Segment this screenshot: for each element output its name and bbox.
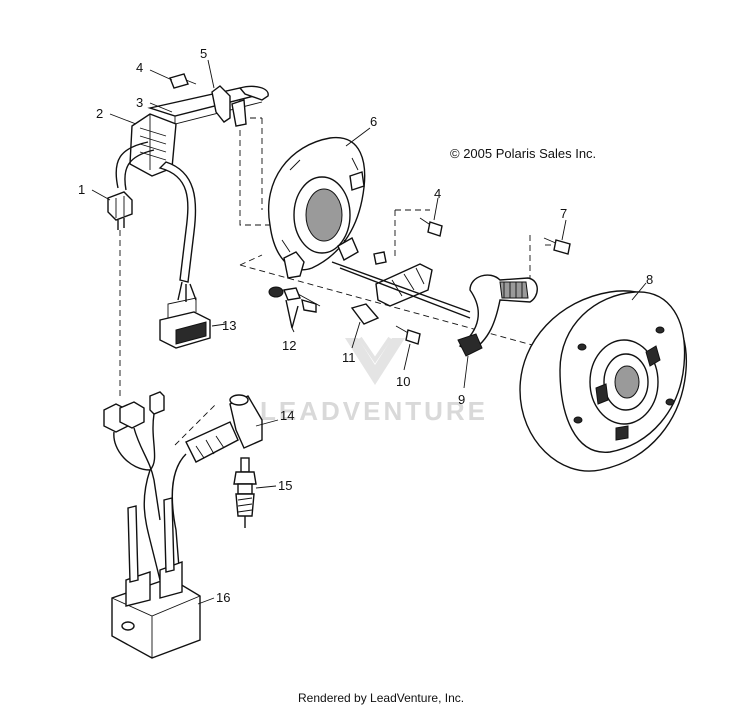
watermark-text: LEADVENTURE [260,396,488,426]
part-1-connector [107,191,133,230]
watermark: LEADVENTURE [260,336,488,426]
callout-8: 8 [646,272,653,287]
callout-4a: 4 [136,60,143,75]
part-10-screw [395,325,421,345]
part-15-spark-plug [233,457,257,528]
wire-harness [115,141,197,302]
part-8-flywheel [519,290,688,472]
part-4-screw-top [169,73,197,89]
callout-14: 14 [280,408,294,423]
callout-2: 2 [96,106,103,121]
callout-7: 7 [560,206,567,221]
part-4-screw-right [419,217,443,237]
callout-4b: 4 [434,186,441,201]
part-14-spark-plug-boot [171,394,263,581]
callout-1: 1 [78,182,85,197]
copyright-text: © 2005 Polaris Sales Inc. [450,146,596,161]
part-13-connector-block [159,297,211,349]
callout-12: 12 [282,338,296,353]
callout-16: 16 [216,590,230,605]
callout-15: 15 [278,478,292,493]
part-16-ignition-coil [111,497,201,659]
callout-13: 13 [222,318,236,333]
callouts: 4 5 3 2 1 6 4 7 8 13 12 11 10 9 14 15 16 [78,46,653,605]
callout-9: 9 [458,392,465,407]
coil-wiring [103,391,165,581]
part-6-stator-plate [268,136,366,279]
part-7-screw [543,237,571,255]
callout-11: 11 [342,350,356,365]
callout-3: 3 [136,95,143,110]
callout-5: 5 [200,46,207,61]
part-12-screws [268,286,321,329]
part-11-pickup-assembly [331,251,471,325]
callout-10: 10 [396,374,410,389]
part-9-trigger-coil [457,274,538,357]
part-5-clamp [211,85,247,127]
callout-6: 6 [370,114,377,129]
footer-text: Rendered by LeadVenture, Inc. [298,691,464,705]
